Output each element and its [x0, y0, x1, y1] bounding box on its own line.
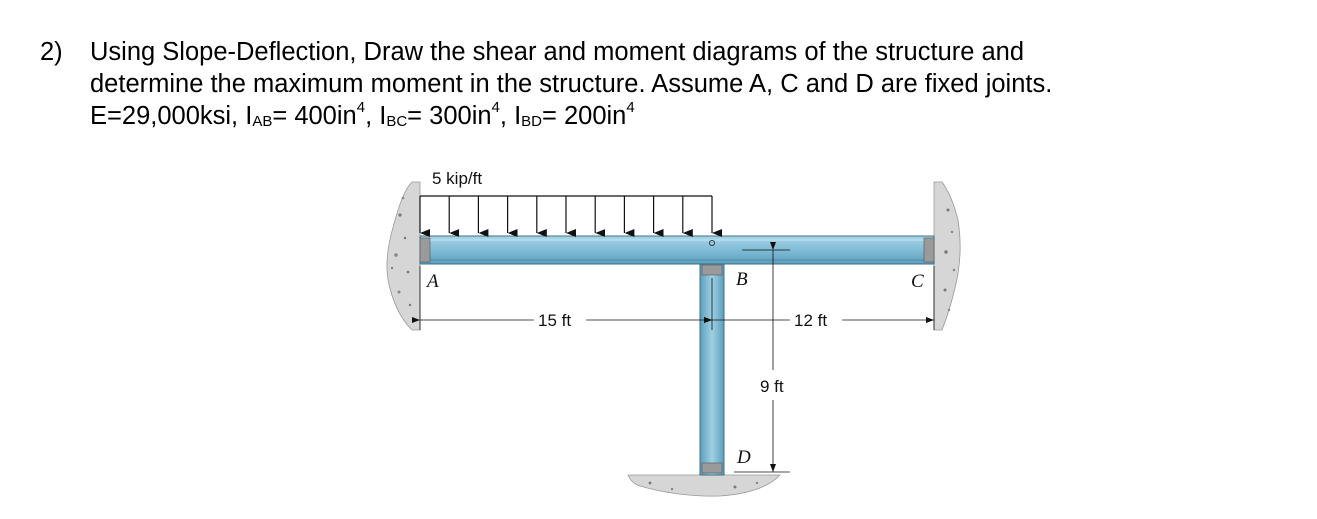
dimension-horizontal	[412, 266, 935, 330]
wall-support-left	[386, 181, 421, 331]
separator-1: ,	[365, 102, 380, 130]
dimension-ab-label: 15 ft	[538, 311, 571, 330]
point-b-label: B	[736, 269, 748, 290]
plate-c	[923, 237, 935, 263]
separator-2: ,	[499, 102, 515, 130]
inertia-ab-symbol: I	[245, 102, 253, 130]
plate-d	[701, 462, 723, 474]
point-a-label: A	[425, 271, 439, 292]
load-label: 5 kip/ft	[432, 169, 482, 188]
inertia-bc-symbol: I	[379, 102, 387, 130]
inertia-bc-subscript: BC	[386, 113, 408, 130]
problem-line-1: Using Slope-Deflection, Draw the shear a…	[90, 38, 1025, 66]
inertia-bd-symbol: I	[514, 102, 522, 130]
inertia-bd-subscript: BD	[521, 113, 542, 130]
ground-support-bottom	[627, 474, 781, 497]
distributed-load	[419, 195, 722, 237]
inertia-ab-exponent: 4	[356, 99, 366, 116]
dimension-bd-label: 9 ft	[760, 377, 784, 396]
inertia-ab-subscript: AB	[252, 113, 273, 130]
load-arrows	[419, 196, 722, 237]
wall-support-right	[933, 181, 961, 331]
dimension-vertical	[734, 242, 790, 473]
inertia-bd-exponent: 4	[626, 99, 635, 116]
dimension-bc-label: 12 ft	[794, 311, 827, 330]
modulus-text: E=29,000ksi,	[90, 102, 246, 130]
problem-line-2: determine the maximum moment in the stru…	[90, 70, 1053, 98]
joint-b-marker	[709, 240, 715, 246]
inertia-bd-value: = 200in	[542, 102, 627, 130]
inertia-bc-exponent: 4	[491, 99, 500, 116]
point-c-label: C	[911, 271, 924, 292]
plate-a	[419, 237, 431, 263]
problem-number: 2)	[40, 38, 63, 66]
inertia-bc-value: = 300in	[407, 102, 492, 130]
plate-b	[701, 264, 723, 276]
point-d-label: D	[736, 447, 751, 468]
problem-line-3: E=29,000ksi, IAB= 400in4, IBC= 300in4, I…	[90, 100, 635, 138]
inertia-ab-value: = 400in	[272, 102, 357, 130]
